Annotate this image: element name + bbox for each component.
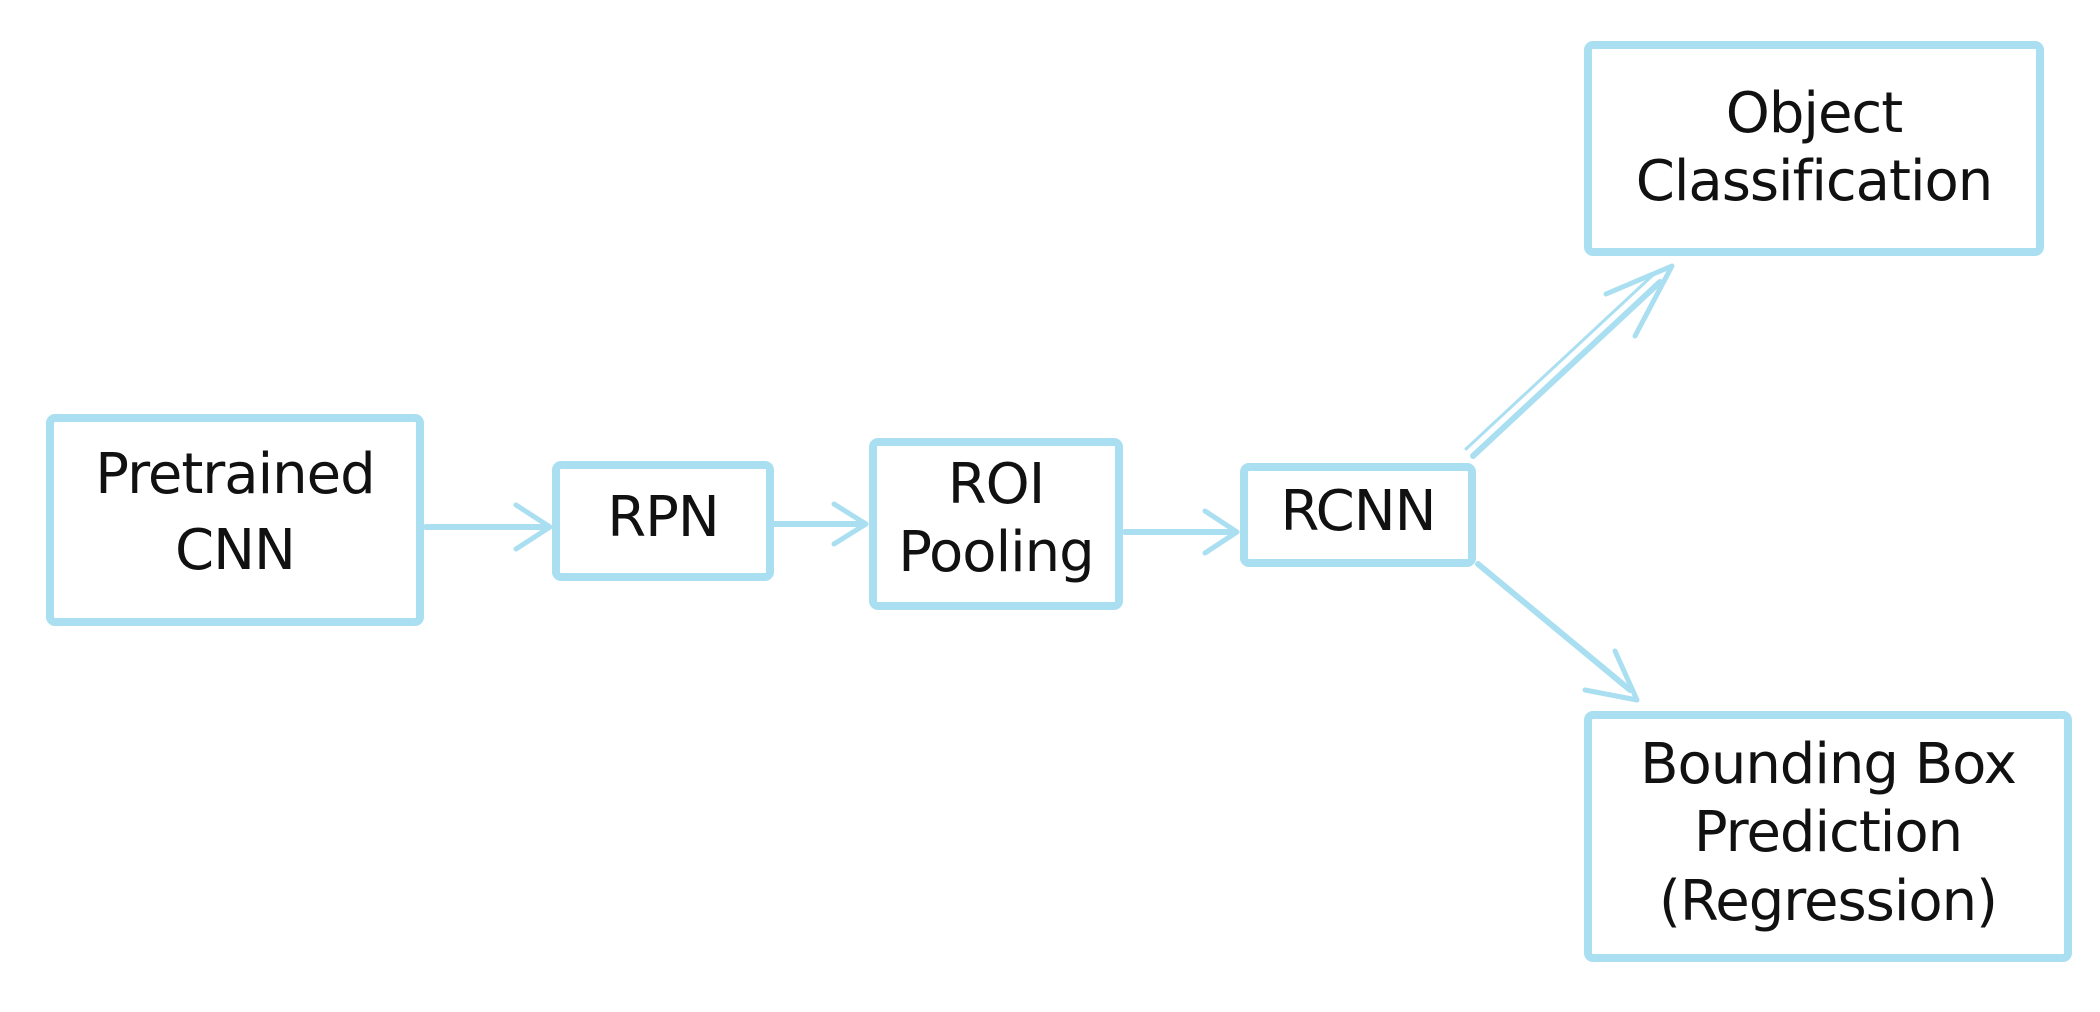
arrow-cnn-to-rpn: [423, 502, 553, 552]
node-rcnn: RCNN: [1240, 463, 1476, 567]
arrow-rpn-to-roi-pooling: [772, 501, 869, 547]
node-bounding-box-line-3: (Regression): [1659, 869, 1997, 934]
node-object-classification: Object Classification: [1584, 41, 2044, 256]
node-rcnn-label: RCNN: [1280, 479, 1435, 544]
node-bounding-box-line-1: Bounding Box: [1640, 732, 2016, 797]
arrow-rcnn-to-object-classification: [1464, 263, 1675, 459]
node-pretrained-cnn: Pretrained CNN: [46, 414, 424, 626]
node-pretrained-cnn-line-2: CNN: [175, 518, 295, 583]
node-roi-pooling-line-2: Pooling: [898, 520, 1093, 585]
node-object-classification-line-2: Classification: [1636, 149, 1993, 214]
node-pretrained-cnn-line-1: Pretrained: [95, 442, 374, 507]
node-object-classification-line-1: Object: [1726, 81, 1902, 146]
node-rpn-label: RPN: [607, 485, 719, 550]
arrow-rcnn-to-bounding-box: [1475, 561, 1640, 703]
node-roi-pooling-line-1: ROI: [948, 452, 1045, 517]
node-rpn: RPN: [552, 461, 774, 581]
node-bounding-box-prediction: Bounding Box Prediction (Regression): [1584, 711, 2072, 962]
node-roi-pooling: ROI Pooling: [869, 438, 1123, 610]
node-bounding-box-line-2: Prediction: [1694, 800, 1962, 865]
arrow-roi-pooling-to-rcnn: [1122, 508, 1240, 556]
